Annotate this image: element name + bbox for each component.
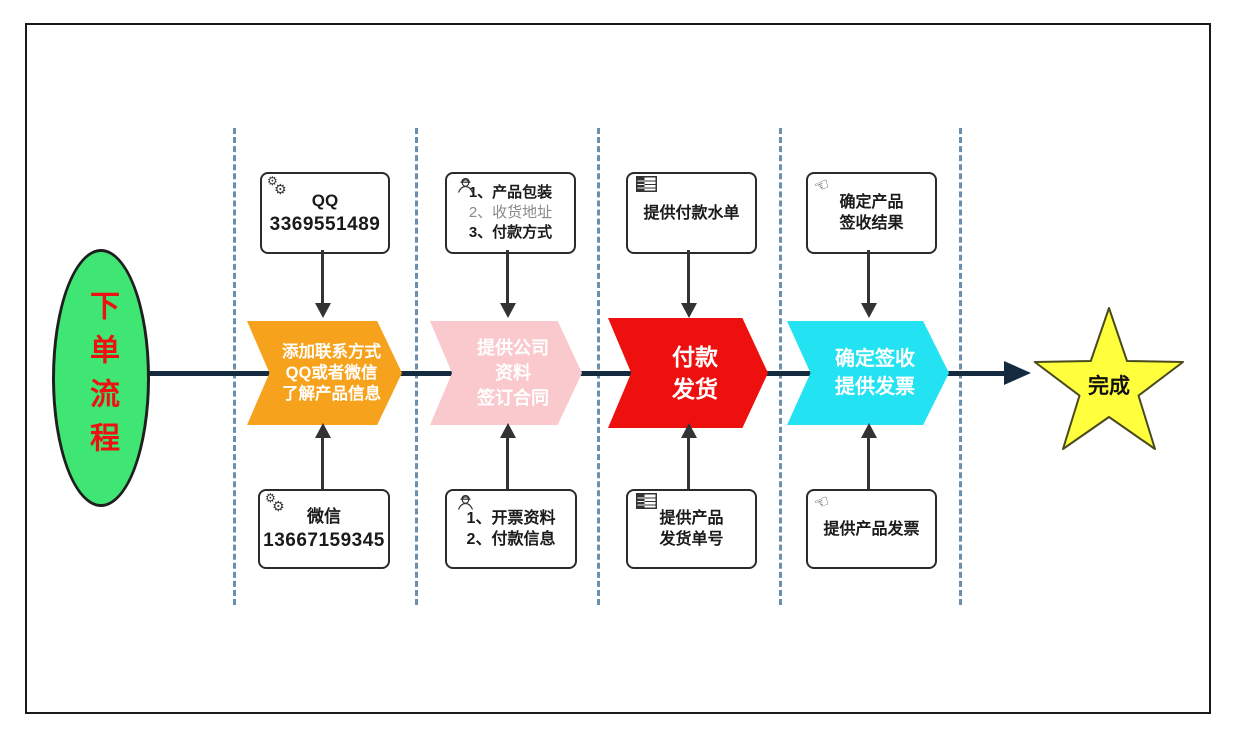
info-box-line: 1、开票资料 bbox=[466, 510, 556, 527]
gears-icon: ⚙ ⚙ bbox=[267, 174, 287, 197]
connector-line bbox=[506, 437, 509, 490]
arrow-up-icon bbox=[681, 423, 697, 438]
info-box-line: 提供产品 bbox=[659, 510, 724, 527]
info-box-invoice-info: 1、开票资料 2、付款信息 bbox=[445, 489, 577, 569]
arrow-up-icon bbox=[861, 423, 877, 438]
connector-line bbox=[867, 437, 870, 490]
phase-divider bbox=[959, 128, 962, 605]
info-box-line: 微信 bbox=[307, 507, 341, 526]
info-box-line: 确定产品 bbox=[839, 194, 904, 211]
info-box-sign-result: ☜ 确定产品 签收结果 bbox=[806, 172, 937, 254]
start-ellipse-label: 下单流程 bbox=[85, 290, 118, 466]
chevron-label: 了解产品信息 bbox=[282, 384, 381, 403]
chevron-label: 提供公司 bbox=[477, 337, 549, 358]
worker-icon bbox=[452, 493, 478, 517]
chevron-label: 发货 bbox=[672, 376, 718, 402]
arrow-down-icon bbox=[315, 303, 331, 318]
ledger-icon bbox=[633, 176, 659, 200]
worker-icon bbox=[452, 176, 478, 200]
info-box-line: 3369551489 bbox=[269, 214, 381, 235]
info-box-product-invoice: ☜ 提供产品发票 bbox=[806, 489, 937, 569]
info-box-line: 提供产品发票 bbox=[823, 520, 920, 538]
connector-line bbox=[687, 250, 690, 305]
arrow-up-icon bbox=[500, 423, 516, 438]
step-chevron-add-contact: 添加联系方式 QQ或者微信 了解产品信息 bbox=[247, 321, 402, 425]
chevron-label: 确定签收 bbox=[835, 348, 915, 370]
phase-divider bbox=[233, 128, 236, 605]
info-box-line: 2、收货地址 bbox=[468, 204, 553, 221]
info-box-line: QQ bbox=[311, 191, 339, 210]
hand-icon: ☜ bbox=[811, 490, 833, 515]
finish-star-label: 完成 bbox=[1088, 375, 1130, 398]
info-box-wechat: ⚙ ⚙ 微信 13667159345 bbox=[258, 489, 390, 569]
step-chevron-company-info: 提供公司 资料 签订合同 bbox=[430, 321, 582, 425]
start-ellipse: 下单流程 bbox=[52, 249, 150, 507]
info-box-shipping-number: 提供产品 发货单号 bbox=[626, 489, 757, 569]
finish-star: 完成 bbox=[1026, 306, 1196, 454]
ledger-icon bbox=[633, 493, 659, 517]
main-flow-arrowhead-icon bbox=[1004, 361, 1031, 385]
arrow-down-icon bbox=[681, 303, 697, 318]
info-box-line: 13667159345 bbox=[263, 530, 385, 551]
gears-icon: ⚙ ⚙ bbox=[265, 491, 285, 514]
chevron-label: 签订合同 bbox=[477, 387, 549, 408]
arrow-down-icon bbox=[500, 303, 516, 318]
info-box-line: 1、产品包装 bbox=[468, 184, 553, 201]
phase-divider bbox=[415, 128, 418, 605]
connector-line bbox=[321, 437, 324, 490]
connector-line bbox=[506, 250, 509, 305]
connector-line bbox=[867, 250, 870, 305]
hand-icon: ☜ bbox=[811, 173, 833, 198]
connector-line bbox=[687, 437, 690, 490]
step-chevron-payment-shipping: 付款 发货 bbox=[608, 318, 768, 428]
phase-divider bbox=[597, 128, 600, 605]
info-box-payment-slip: 提供付款水单 bbox=[626, 172, 757, 254]
info-box-line: 签收结果 bbox=[839, 215, 904, 232]
phase-divider bbox=[779, 128, 782, 605]
chevron-label: 添加联系方式 bbox=[282, 342, 381, 361]
chevron-label: 资料 bbox=[495, 362, 531, 383]
chevron-label: 付款 bbox=[672, 344, 718, 370]
step-chevron-sign-invoice: 确定签收 提供发票 bbox=[787, 321, 949, 425]
info-box-order-details: 1、产品包装 2、收货地址 3、付款方式 bbox=[445, 172, 576, 254]
connector-line bbox=[321, 250, 324, 305]
star-shape bbox=[1033, 307, 1184, 450]
info-box-line: 2、付款信息 bbox=[466, 531, 556, 548]
arrow-up-icon bbox=[315, 423, 331, 438]
info-box-line: 发货单号 bbox=[659, 531, 724, 548]
arrow-down-icon bbox=[861, 303, 877, 318]
info-box-line: 提供付款水单 bbox=[643, 204, 740, 222]
info-box-line: 3、付款方式 bbox=[468, 224, 553, 241]
chevron-label: 提供发票 bbox=[835, 376, 915, 398]
info-box-qq: ⚙ ⚙ QQ 3369551489 bbox=[260, 172, 390, 254]
chevron-label: QQ或者微信 bbox=[285, 363, 378, 382]
